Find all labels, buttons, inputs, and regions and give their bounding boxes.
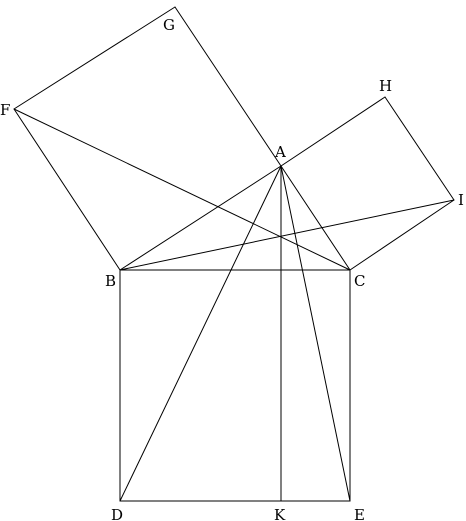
point-label-I: I — [458, 191, 464, 209]
segment-AB — [119, 165, 282, 271]
segment-HI — [384, 96, 455, 201]
point-label-H: H — [379, 77, 392, 95]
segment-AE — [280, 165, 351, 502]
segment-BF — [13, 108, 121, 271]
diagram-edges — [13, 6, 455, 502]
segment-FG — [13, 6, 176, 110]
diagram-labels: A B C D E F G H I K — [0, 16, 464, 521]
segment-AC — [280, 165, 351, 271]
point-label-G: G — [163, 16, 175, 34]
point-label-K: K — [274, 506, 286, 521]
point-label-A: A — [274, 143, 286, 161]
point-label-F: F — [0, 101, 10, 119]
point-label-C: C — [354, 272, 365, 290]
segment-FC — [13, 108, 351, 271]
segment-IC — [349, 199, 455, 271]
point-label-D: D — [111, 506, 123, 521]
segment-AD — [119, 165, 282, 502]
segment-BI — [119, 199, 455, 271]
point-label-E: E — [354, 506, 365, 521]
segment-AH — [280, 96, 386, 167]
point-label-B: B — [105, 272, 116, 290]
segment-GA — [174, 6, 282, 167]
